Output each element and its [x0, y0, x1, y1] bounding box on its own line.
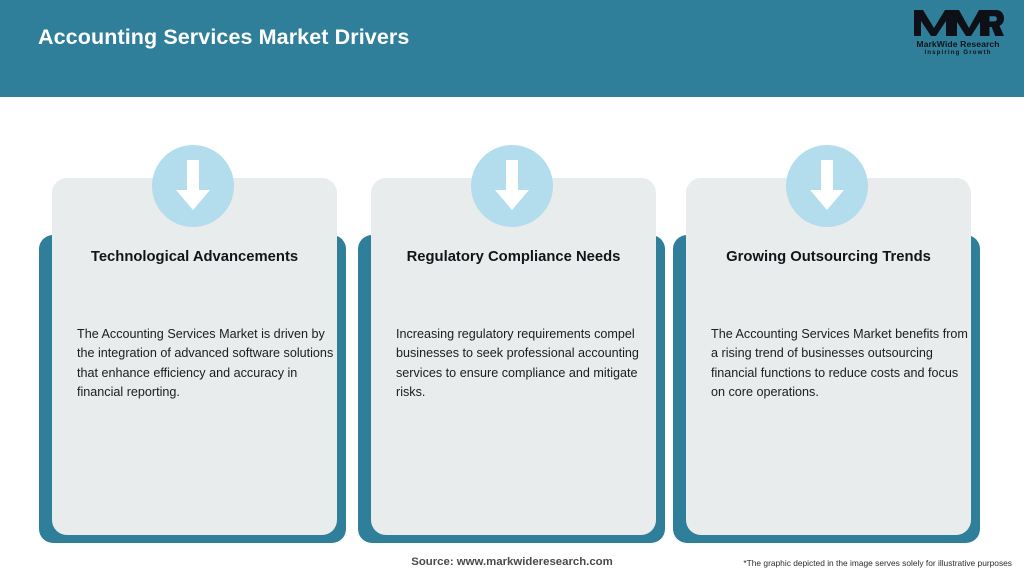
card-title: Technological Advancements	[90, 249, 299, 265]
driver-card-3[interactable]: Growing Outsourcing Trends The Accountin…	[673, 145, 980, 545]
card-description: The Accounting Services Market is driven…	[77, 327, 334, 400]
mwr-logo-icon	[914, 10, 1004, 36]
card-surface: Growing Outsourcing Trends The Accountin…	[686, 178, 971, 535]
card-surface: Technological Advancements The Accountin…	[52, 178, 337, 535]
page-title: Accounting Services Market Drivers	[38, 25, 410, 49]
card-title: Growing Outsourcing Trends	[726, 249, 931, 265]
card-title: Regulatory Compliance Needs	[406, 249, 621, 265]
brand-logo: MarkWide Research Inspiring Growth	[906, 8, 1010, 62]
source-note: Source: www.markwideresearch.com	[411, 556, 613, 568]
driver-card-1[interactable]: Technological Advancements The Accountin…	[39, 145, 346, 545]
card-description: Increasing regulatory requirements compe…	[396, 327, 639, 400]
header-band: Accounting Services Market Drivers MarkW…	[0, 0, 1024, 97]
down-arrow-icon	[471, 145, 553, 227]
down-arrow-icon	[786, 145, 868, 227]
down-arrow-icon	[152, 145, 234, 227]
card-surface: Regulatory Compliance Needs Increasing r…	[371, 178, 656, 535]
card-description: The Accounting Services Market benefits …	[711, 327, 968, 400]
logo-company-name: MarkWide Research	[916, 39, 1000, 49]
driver-card-2[interactable]: Regulatory Compliance Needs Increasing r…	[358, 145, 665, 545]
disclaimer-note: *The graphic depicted in the image serve…	[743, 558, 1012, 568]
logo-tagline: Inspiring Growth	[924, 49, 992, 56]
